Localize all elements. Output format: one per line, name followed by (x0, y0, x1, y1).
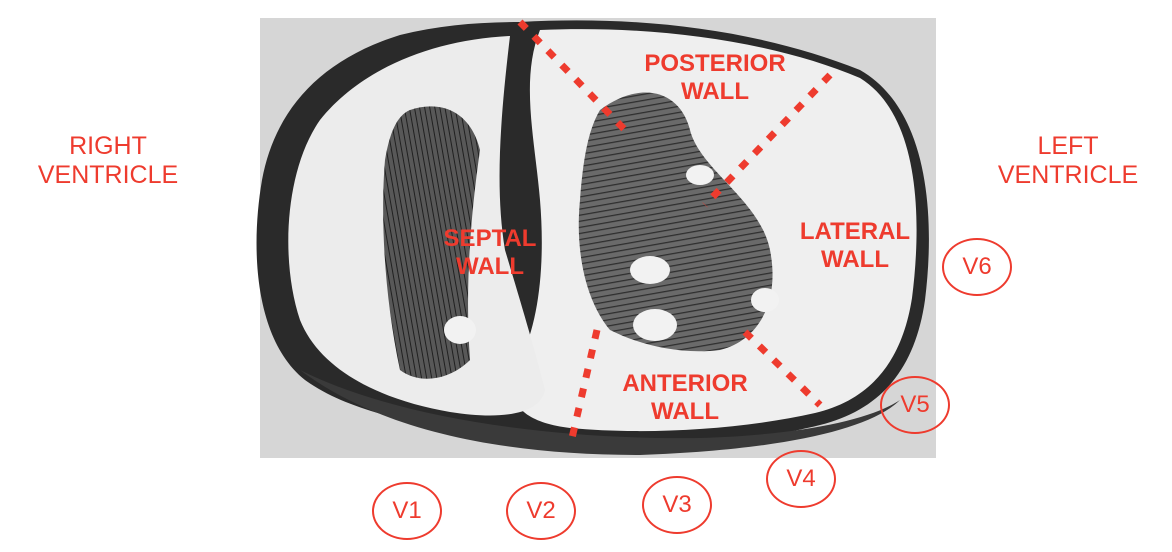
posterior-wall-label: POSTERIOR WALL (610, 50, 820, 105)
lateral-wall-label-line1: LATERAL (799, 218, 911, 245)
right-ventricle-label-line1: RIGHT (69, 132, 147, 160)
anterior-wall-label-line1: ANTERIOR (622, 370, 748, 397)
septal-wall-label: SEPTAL WALL (420, 225, 560, 280)
lead-v5: V5 (880, 376, 950, 434)
lead-v6: V6 (942, 238, 1012, 296)
posterior-wall-label-line2: WALL (681, 77, 749, 105)
division-line-posterior-left (517, 19, 628, 133)
lead-v4: V4 (766, 450, 836, 508)
right-ventricle-label: RIGHT VENTRICLE (8, 132, 208, 190)
anterior-wall-label: ANTERIOR WALL (590, 370, 780, 425)
septum-hatched (383, 106, 480, 379)
lateral-wall-label-line2: WALL (821, 245, 889, 273)
left-ventricle-label: LEFT VENTRICLE (968, 132, 1168, 190)
chordae-blob-1 (630, 256, 670, 284)
lead-v1: V1 (372, 482, 442, 540)
lead-v2: V2 (506, 482, 576, 540)
lower-wall-rim (300, 370, 900, 455)
left-ventricle-label-line2: VENTRICLE (997, 160, 1139, 189)
division-line-lateral-anterior (742, 329, 823, 408)
chordae-blob-2 (633, 309, 677, 341)
lead-v3: V3 (642, 476, 712, 534)
septal-wall-label-line2: WALL (456, 252, 524, 280)
left-ventricle-label-line1: LEFT (1037, 132, 1099, 160)
lateral-wall-label: LATERAL WALL (770, 218, 940, 273)
right-ventricle-label-line2: VENTRICLE (37, 160, 179, 189)
chordae-blob-3 (751, 288, 779, 312)
chordae-blob-4 (444, 316, 476, 344)
septal-wall-label-line1: SEPTAL (443, 225, 537, 252)
anterior-wall-label-line2: WALL (651, 397, 719, 425)
posterior-wall-label-line1: POSTERIOR (644, 50, 786, 77)
division-lines (517, 19, 833, 439)
chordae-blob-5 (686, 165, 714, 185)
papillary-muscle-mass (578, 92, 773, 352)
